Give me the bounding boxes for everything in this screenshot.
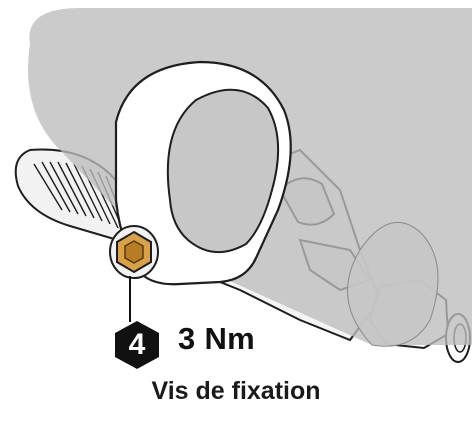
bolt-icon [109, 225, 159, 279]
clamp-band [114, 60, 292, 286]
torque-value: 3 Nm [178, 321, 256, 356]
part-caption: Vis de fixation [151, 377, 321, 405]
hex-key-icon [114, 320, 160, 370]
hex-key-size: 4 [128, 328, 146, 361]
